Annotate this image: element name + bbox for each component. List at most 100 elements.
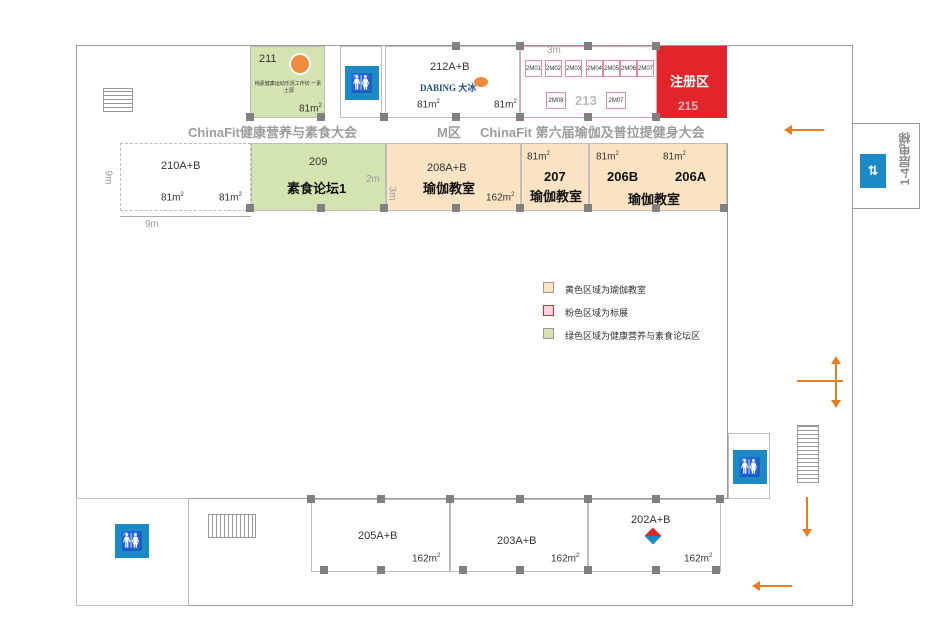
stairs-bottom xyxy=(208,514,256,538)
legend-label-green: 绿色区域为健康营养与素食论坛区 xyxy=(565,331,701,341)
room-no-206a: 206A xyxy=(675,169,707,184)
room-215-registration[interactable]: 注册区 215 xyxy=(657,46,727,118)
stairs-top-left xyxy=(103,88,133,112)
room-no-209: 209 xyxy=(309,156,328,168)
dim-line-h xyxy=(120,216,251,217)
elevator-label: 1-4层电梯 xyxy=(898,132,912,186)
column xyxy=(516,204,524,212)
room-213-dim: 3m xyxy=(547,45,561,56)
column xyxy=(380,204,388,212)
column xyxy=(516,495,524,503)
arrow-left-upper-head xyxy=(784,125,792,135)
legend-label-yellow: 黄色区域为瑜伽教室 xyxy=(565,285,647,295)
booth-2m04[interactable]: 2M04 xyxy=(586,60,603,77)
room-no-202: 202A+B xyxy=(631,514,671,526)
column xyxy=(377,495,385,503)
arrow-junction-up-head xyxy=(831,356,841,364)
room-no-205: 205A+B xyxy=(358,530,398,542)
room-210[interactable]: 210A+B 81m2 81m2 xyxy=(120,143,251,211)
band-label-yoga: ChinaFit 第六届瑜伽及普拉提健身大会 xyxy=(480,125,705,140)
stairs-right xyxy=(797,425,819,483)
column xyxy=(584,42,592,50)
band-label-nutrition: ChinaFit健康营养与素食大会 xyxy=(188,125,357,140)
room-no-206b: 206B xyxy=(607,169,639,184)
restroom-top[interactable]: 🚻 xyxy=(340,46,382,118)
column xyxy=(452,42,460,50)
room-207-func: 瑜伽教室 xyxy=(530,189,583,204)
booth-2m03[interactable]: 2M03 xyxy=(565,60,582,77)
room-213[interactable]: 213 3m xyxy=(520,45,657,118)
room-no-203: 203A+B xyxy=(497,535,537,547)
room-212-area-left: 81m2 xyxy=(417,99,440,111)
column xyxy=(652,204,660,212)
column xyxy=(584,204,592,212)
inner-right-divider xyxy=(727,143,728,499)
legend-swatch-pink xyxy=(543,305,554,316)
column xyxy=(716,495,724,503)
floor-outline xyxy=(76,45,853,606)
legend-label-pink: 粉色区域为标展 xyxy=(565,308,629,318)
dim-9m-horizontal: 9m xyxy=(145,219,159,230)
column xyxy=(720,204,728,212)
room-208[interactable]: 208A+B 瑜伽教室 162m2 3m xyxy=(386,143,521,211)
room-no-212: 212A+B xyxy=(430,61,470,73)
room-208-func: 瑜伽教室 xyxy=(423,181,476,196)
column xyxy=(516,566,524,574)
column xyxy=(246,204,254,212)
restroom-right[interactable]: 🚻 xyxy=(728,433,770,499)
column xyxy=(452,204,460,212)
booth-2m08[interactable]: 2M08 xyxy=(546,92,566,109)
arrow-left-lower-head xyxy=(752,581,760,591)
booth-2m07[interactable]: 2M07 xyxy=(637,60,654,77)
column xyxy=(652,495,660,503)
room-202-area: 162m2 xyxy=(684,553,713,565)
column xyxy=(377,566,385,574)
room-211-area: 81m2 xyxy=(299,103,322,115)
room-208-area: 162m2 xyxy=(486,192,515,204)
room-no-211: 211 xyxy=(259,53,277,65)
booth-2m05[interactable]: 2M05 xyxy=(603,60,620,77)
room-209[interactable]: 209 素食论坛1 2m xyxy=(251,143,386,211)
room-211-logo-text: 纯素健康运动乐活工作坊 一素·士源 xyxy=(254,81,322,94)
room-202-logo-icon xyxy=(644,527,662,545)
column xyxy=(317,113,325,121)
room-no-207: 207 xyxy=(544,169,566,184)
room-207[interactable]: 81m2 207 瑜伽教室 xyxy=(521,143,589,211)
elevator-icon: ⇅ xyxy=(860,154,886,188)
column xyxy=(452,113,460,121)
room-203[interactable]: 203A+B 162m2 xyxy=(450,499,588,572)
room-205-area: 162m2 xyxy=(412,553,441,565)
booth-2m07-b[interactable]: 2M07 xyxy=(606,92,626,109)
booth-2m06[interactable]: 2M06 xyxy=(620,60,637,77)
room-205[interactable]: 205A+B 162m2 xyxy=(311,499,450,572)
booth-2m02[interactable]: 2M02 xyxy=(545,60,562,77)
column xyxy=(516,42,524,50)
room-no-213: 213 xyxy=(575,93,597,108)
room-211[interactable]: 211 纯素健康运动乐活工作坊 一素·士源 81m2 xyxy=(250,46,325,118)
column xyxy=(516,113,524,121)
room-212-logo-icon xyxy=(474,77,488,87)
room-206a-area: 81m2 xyxy=(663,151,686,163)
legend-swatch-green xyxy=(543,328,554,339)
column xyxy=(712,566,720,574)
room-no-215: 215 xyxy=(678,99,699,113)
column xyxy=(246,113,254,121)
room-206[interactable]: 81m2 81m2 206B 206A 瑜伽教室 xyxy=(589,143,727,211)
room-212[interactable]: 212A+B DABING 大冰 81m2 81m2 xyxy=(385,46,520,118)
room-210-area-left: 81m2 xyxy=(161,192,184,204)
column xyxy=(317,204,325,212)
restroom-icon: 🚻 xyxy=(345,66,379,100)
column xyxy=(652,42,660,50)
room-206b-area: 81m2 xyxy=(596,151,619,163)
arrow-junction-down-head xyxy=(831,400,841,408)
room-207-area: 81m2 xyxy=(527,151,550,163)
inner-bottom-divider xyxy=(76,498,728,499)
column xyxy=(307,495,315,503)
room-211-logo-icon xyxy=(289,53,311,75)
room-no-210: 210A+B xyxy=(161,160,201,172)
room-202[interactable]: 202A+B 162m2 xyxy=(588,499,721,572)
booth-2m01[interactable]: 2M01 xyxy=(525,60,542,77)
column xyxy=(380,113,388,121)
restroom-icon: 🚻 xyxy=(733,450,767,484)
restroom-bottom-left[interactable]: 🚻 xyxy=(76,498,189,606)
